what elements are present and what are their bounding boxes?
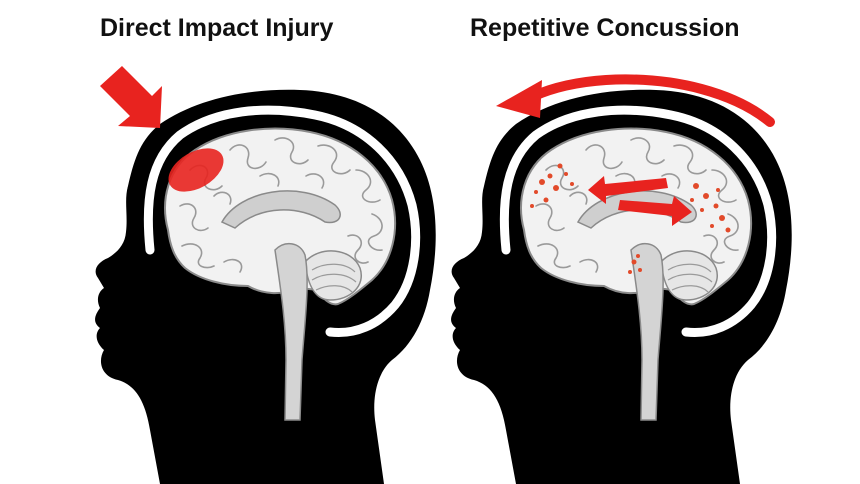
injury-zone	[168, 148, 224, 192]
impact-arrow-icon	[100, 66, 162, 128]
contusion-spots	[530, 163, 731, 274]
panel-direct-impact	[95, 66, 436, 484]
panel-repetitive-concussion	[451, 74, 792, 484]
brain-slosh-arrows-icon	[588, 176, 692, 226]
panel-title-repetitive-concussion: Repetitive Concussion	[470, 14, 740, 42]
panel-title-direct-impact: Direct Impact Injury	[100, 14, 334, 42]
rotation-arrow-icon	[496, 74, 775, 127]
